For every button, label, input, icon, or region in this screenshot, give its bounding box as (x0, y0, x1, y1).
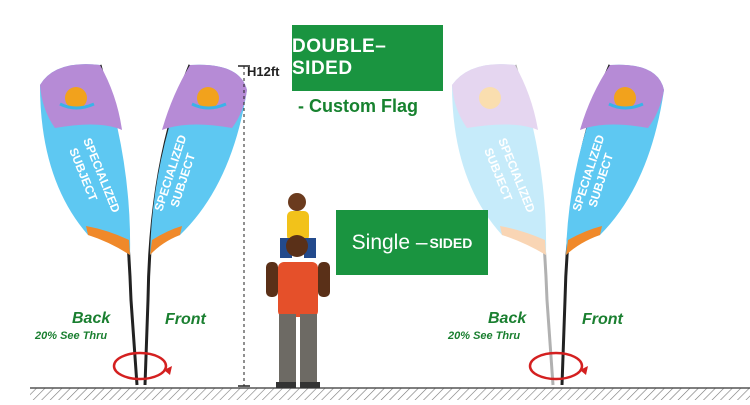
back-label-left: Back (72, 310, 111, 327)
rotate-arrow-right-icon (580, 366, 588, 375)
see-thru-label-left: 20% See Thru (35, 330, 108, 342)
ground-hatch (30, 388, 750, 400)
flag-back-right: SPECIALIZED SUBJECT (452, 64, 555, 386)
double-sided-text: DOUBLE–SIDED (292, 36, 387, 79)
people-illustration (266, 193, 330, 388)
front-label-left: Front (165, 311, 206, 328)
rotate-ring-right (528, 351, 584, 381)
double-sided-badge: DOUBLE–SIDED (292, 25, 443, 91)
sided-text: SIDED (429, 234, 473, 251)
back-label-right: Back (488, 310, 527, 327)
see-thru-label-right: 20% See Thru (448, 330, 521, 342)
flag-front-left: SPECIALIZED SUBJECT (143, 64, 247, 386)
front-label-right: Front (582, 311, 623, 328)
custom-flag-label: - Custom Flag (298, 96, 418, 116)
height-label: H12ft (247, 64, 280, 79)
rotate-ring-left (112, 351, 168, 381)
single-sided-badge: Single – SIDED (336, 210, 488, 275)
flag-front-right: SPECIALIZED SUBJECT (560, 64, 664, 386)
single-text: Single – (351, 230, 428, 254)
flag-back-left: SPECIALIZED SUBJECT (40, 64, 139, 386)
rotate-arrow-left-icon (164, 366, 172, 375)
